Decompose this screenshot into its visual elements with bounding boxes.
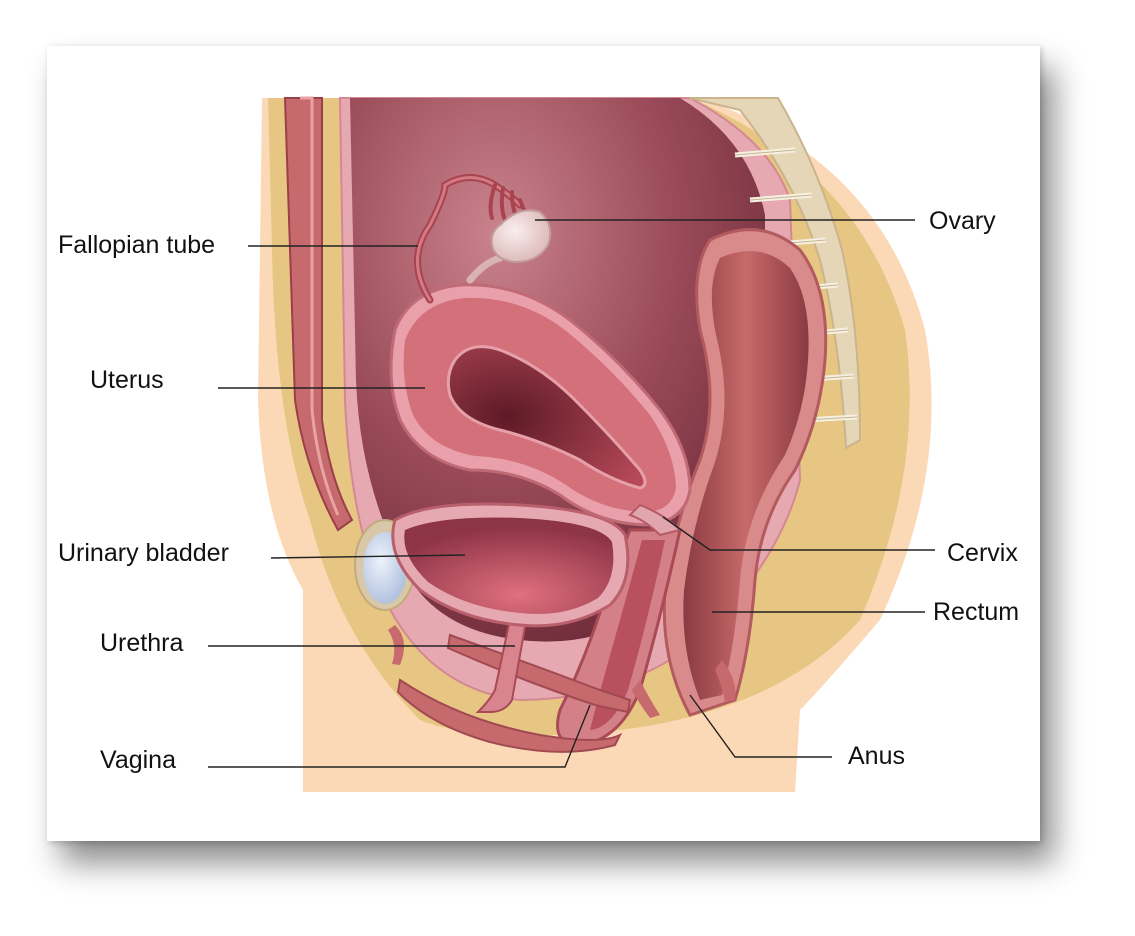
label-uterus: Uterus	[90, 366, 164, 394]
label-ovary: Ovary	[929, 207, 996, 235]
pelvic-floor-muscle	[446, 633, 632, 714]
ovary-shape	[466, 209, 552, 284]
leader-vagina	[208, 704, 591, 768]
rectum-shape	[662, 228, 828, 717]
leader-lines	[208, 219, 935, 768]
urethra-shape	[475, 609, 530, 713]
label-vagina: Vagina	[100, 746, 176, 774]
uterus-shape	[389, 283, 692, 527]
label-fallopian-tube: Fallopian tube	[58, 231, 216, 259]
leader-cervix	[662, 516, 935, 551]
fallopian-tube-shape	[414, 174, 532, 304]
abdominal-muscle	[283, 97, 354, 532]
leader-anus	[689, 694, 832, 758]
label-urinary-bladder: Urinary bladder	[58, 539, 229, 567]
label-anus: Anus	[848, 742, 905, 770]
leader-urinary-bladder	[270, 554, 466, 559]
label-cervix: Cervix	[947, 539, 1018, 567]
label-urethra: Urethra	[100, 629, 184, 657]
bladder-shape	[391, 502, 630, 628]
label-rectum: Rectum	[933, 598, 1020, 626]
